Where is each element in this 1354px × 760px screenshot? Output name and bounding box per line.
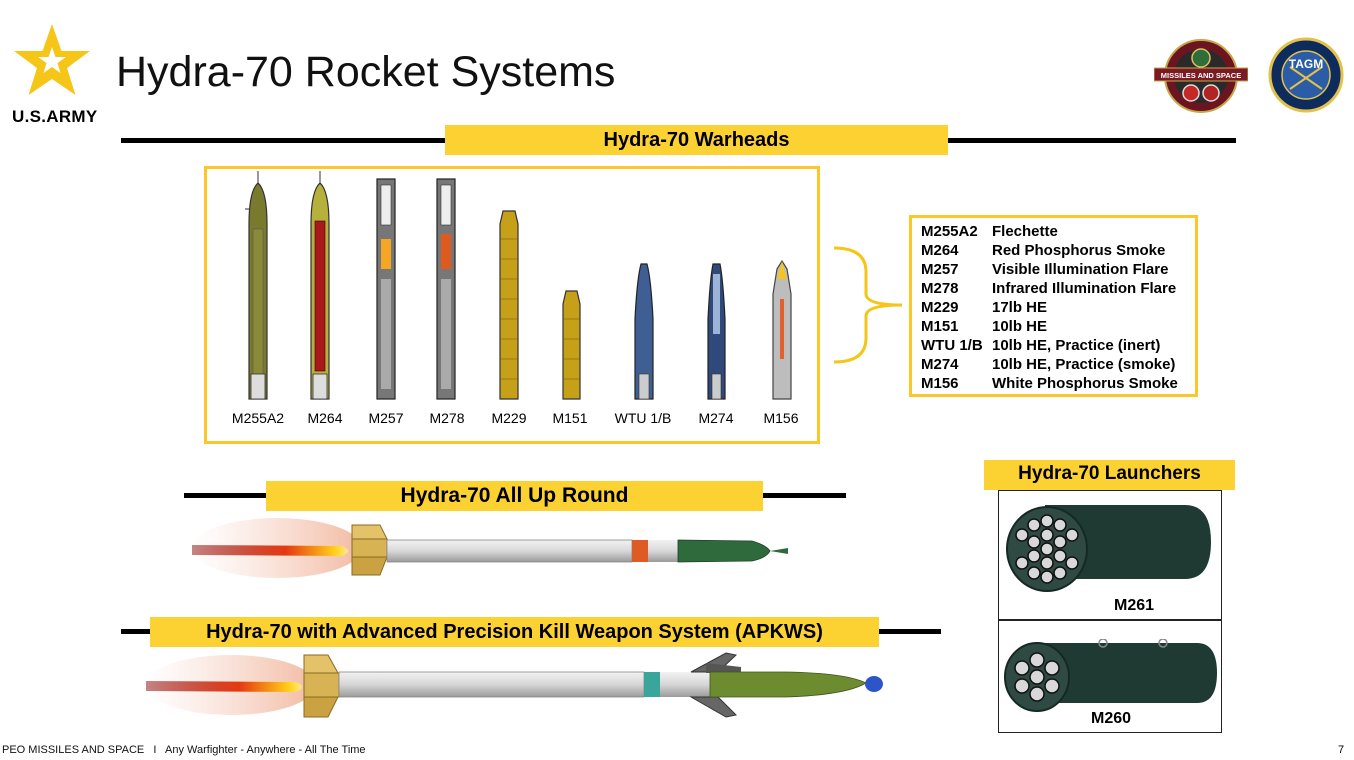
launcher-m260-label: M260 bbox=[1090, 710, 1132, 727]
legend-code: M255A2 bbox=[921, 223, 978, 240]
legend-code: WTU 1/B bbox=[921, 337, 983, 354]
warhead-m278 bbox=[436, 178, 456, 400]
legend-code: M229 bbox=[921, 299, 959, 316]
warhead-m255a2 bbox=[245, 171, 268, 400]
all-up-round-rocket bbox=[192, 518, 788, 578]
tagm-logo: TAGM bbox=[1268, 37, 1344, 113]
warhead-illustrations bbox=[245, 171, 792, 400]
warhead-label: M264 bbox=[307, 410, 343, 426]
legend-row: M278 Infrared Illumination Flare bbox=[921, 279, 1195, 298]
apkws-banner: Hydra-70 with Advanced Precision Kill We… bbox=[150, 617, 879, 647]
warhead-m156 bbox=[772, 259, 792, 400]
legend-row: M257 Visible Illumination Flare bbox=[921, 260, 1195, 279]
warhead-m274 bbox=[707, 263, 726, 400]
warhead-label: WTU 1/B bbox=[614, 410, 672, 426]
peo-missiles-space-logo: MISSILES AND SPACE bbox=[1154, 39, 1248, 113]
page-title: Hydra-70 Rocket Systems bbox=[116, 48, 616, 96]
legend-row: M229 17lb HE bbox=[921, 298, 1195, 317]
army-star-logo bbox=[14, 24, 90, 95]
legend-row: M255A2 Flechette bbox=[921, 222, 1195, 241]
legend-bracket bbox=[833, 246, 903, 364]
launchers-banner: Hydra-70 Launchers bbox=[984, 460, 1235, 490]
apkws-rocket bbox=[146, 652, 883, 718]
legend-desc: 10lb HE bbox=[992, 318, 1048, 335]
legend-code: M274 bbox=[921, 356, 959, 373]
warhead-label: M156 bbox=[763, 410, 799, 426]
legend-row: M156 White Phosphorus Smoke bbox=[921, 374, 1195, 393]
legend-desc: Visible Illumination Flare bbox=[992, 261, 1169, 278]
legend-desc: Flechette bbox=[992, 223, 1058, 240]
warhead-m151 bbox=[562, 290, 581, 400]
warhead-wtu-1b bbox=[634, 263, 654, 400]
warhead-m264 bbox=[310, 171, 330, 400]
warhead-m257 bbox=[376, 178, 396, 400]
legend-desc: 10lb HE, Practice (inert) bbox=[992, 337, 1161, 354]
launcher-m261-label: M261 bbox=[1113, 597, 1155, 614]
legend-row: M264 Red Phosphorus Smoke bbox=[921, 241, 1195, 260]
legend-desc: 10lb HE, Practice (smoke) bbox=[992, 356, 1176, 373]
legend-desc: Red Phosphorus Smoke bbox=[992, 242, 1166, 259]
legend-code: M278 bbox=[921, 280, 959, 297]
warhead-legend: M255A2 Flechette M264 Red Phosphorus Smoke… bbox=[909, 215, 1198, 397]
legend-code: M264 bbox=[921, 242, 959, 259]
page-number: 7 bbox=[1338, 744, 1345, 756]
warheads-panel bbox=[204, 166, 820, 444]
launcher-m260-panel: M260 bbox=[998, 620, 1222, 733]
legend-desc: 17lb HE bbox=[992, 299, 1048, 316]
m260-launcher-image bbox=[1004, 639, 1217, 712]
warhead-label: M278 bbox=[429, 410, 465, 426]
army-wordmark: U.S.ARMY bbox=[12, 107, 98, 126]
legend-desc: White Phosphorus Smoke bbox=[992, 375, 1178, 392]
all-up-round-banner: Hydra-70 All Up Round bbox=[266, 481, 763, 511]
warhead-label: M274 bbox=[698, 410, 734, 426]
warhead-label: M151 bbox=[552, 410, 588, 426]
warheads-banner: Hydra-70 Warheads bbox=[445, 125, 948, 155]
legend-row: M274 10lb HE, Practice (smoke) bbox=[921, 355, 1195, 374]
legend-row: M151 10lb HE bbox=[921, 317, 1195, 336]
tagm-logo-text: TAGM bbox=[1289, 57, 1323, 71]
warhead-label: M229 bbox=[491, 410, 527, 426]
warhead-m229 bbox=[499, 210, 519, 400]
legend-code: M156 bbox=[921, 375, 959, 392]
launcher-m261-panel: M261 bbox=[998, 490, 1222, 620]
legend-code: M151 bbox=[921, 318, 959, 335]
peo-logo-text: MISSILES AND SPACE bbox=[1161, 71, 1241, 80]
legend-desc: Infrared Illumination Flare bbox=[992, 280, 1177, 297]
legend-code: M257 bbox=[921, 261, 959, 278]
warhead-label: M257 bbox=[368, 410, 404, 426]
m261-launcher-image bbox=[1006, 505, 1211, 592]
warhead-label: M255A2 bbox=[231, 410, 285, 426]
legend-row: WTU 1/B 10lb HE, Practice (inert) bbox=[921, 336, 1195, 355]
footer-text: PEO MISSILES AND SPACE I Any Warfighter … bbox=[2, 744, 366, 756]
